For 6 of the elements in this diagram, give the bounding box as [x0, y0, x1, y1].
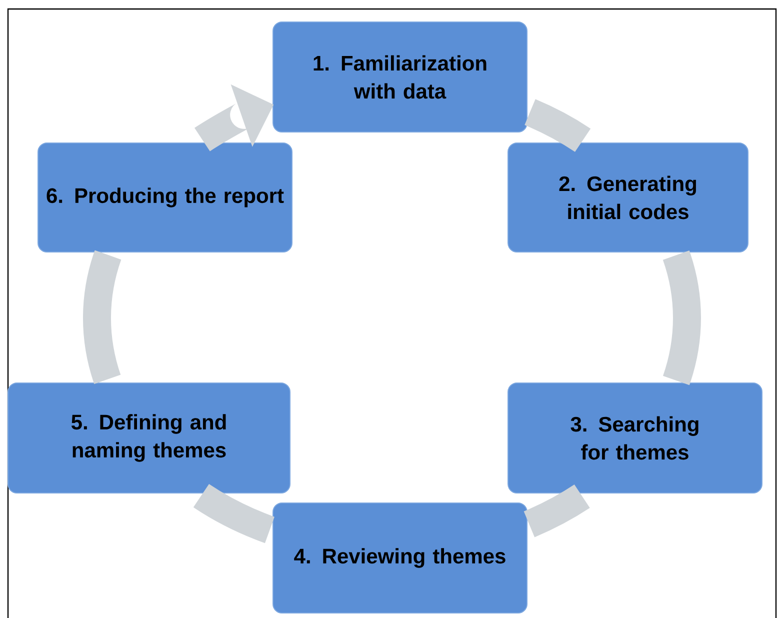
process-box: 5. Defining and naming themes [8, 382, 290, 494]
process-box: 2. Generating initial codes [508, 142, 748, 252]
process-box: 3. Searching for themes [508, 382, 762, 494]
process-box: 1. Familiarization with data [272, 22, 528, 132]
process-box: 6. Producing the report [38, 142, 292, 252]
process-box: 4. Reviewing themes [272, 502, 528, 614]
